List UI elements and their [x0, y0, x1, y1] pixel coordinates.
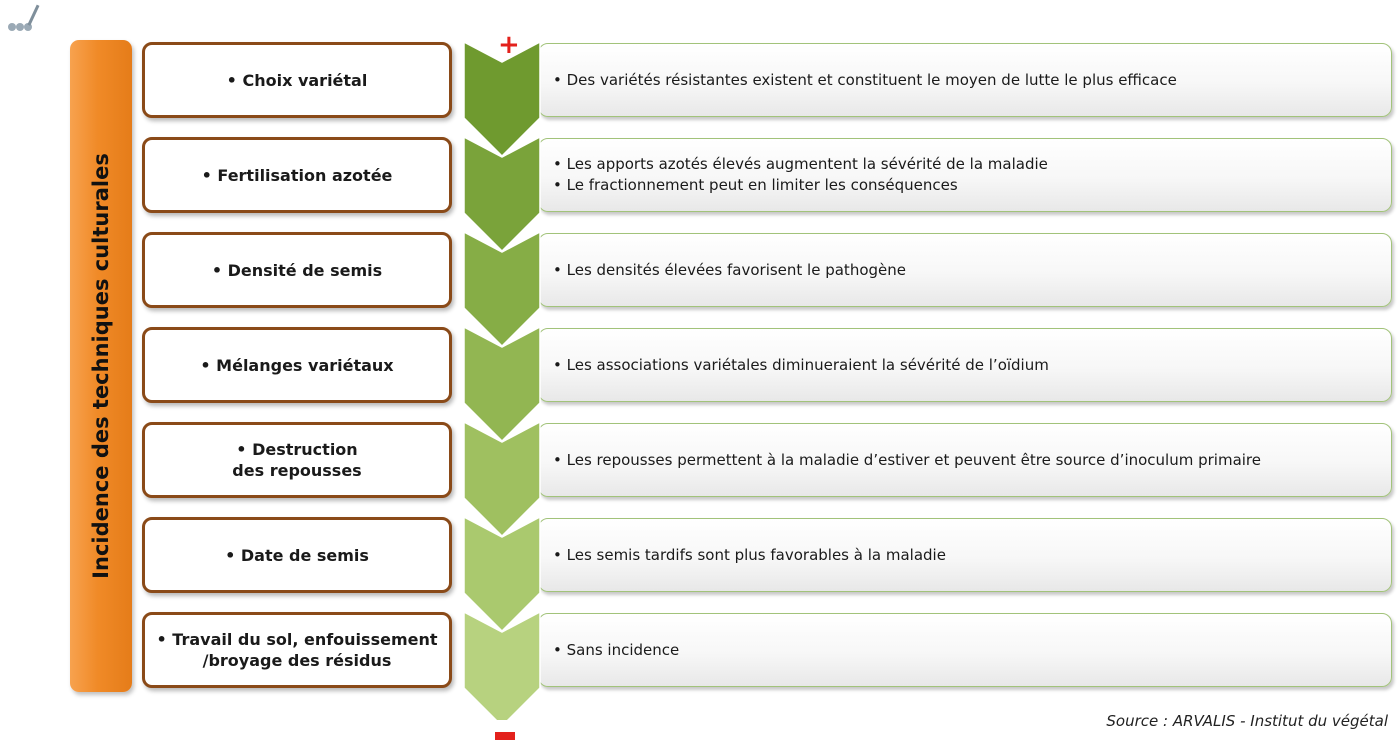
effect-text: • Sans incidence — [553, 640, 680, 659]
chevron-column — [464, 40, 541, 720]
technique-box: • Densité de semis — [142, 232, 452, 308]
technique-box: • Choix variétal — [142, 42, 452, 118]
technique-label: • Travail du sol, enfouissement /broyage… — [156, 630, 438, 670]
technique-box: • Mélanges variétaux — [142, 327, 452, 403]
effect-box: • Les semis tardifs sont plus favorables… — [538, 518, 1392, 592]
chevron-arrow — [464, 230, 541, 348]
chevron-arrow — [464, 325, 541, 443]
source-caption: Source : ARVALIS - Institut du végétal — [1106, 712, 1388, 730]
technique-label: • Fertilisation azotée — [201, 165, 393, 185]
effect-box: • Sans incidence — [538, 613, 1392, 687]
effect-box: • Les apports azotés élevés augmentent l… — [538, 138, 1392, 212]
technique-box: • Destruction des repousses — [142, 422, 452, 498]
technique-label: • Destruction des repousses — [232, 440, 362, 480]
effect-text: • Les densités élevées favorisent le pat… — [553, 260, 906, 279]
technique-label: • Choix variétal — [226, 70, 368, 90]
effect-box: • Les associations variétales diminuerai… — [538, 328, 1392, 402]
technique-label: • Densité de semis — [211, 260, 383, 280]
effect-box: • Des variétés résistantes existent et c… — [538, 43, 1392, 117]
effect-text: • Les apports azotés élevés augmentent l… — [553, 155, 1048, 173]
side-title: Incidence des techniques culturales — [89, 153, 113, 579]
technique-box: • Travail du sol, enfouissement /broyage… — [142, 612, 452, 688]
chevron-arrow — [464, 515, 541, 633]
chevron-arrow — [464, 135, 541, 253]
effect-text: • Les semis tardifs sont plus favorables… — [553, 545, 946, 564]
plus-sign: + — [498, 30, 520, 60]
effect-box: • Les repousses permettent à la maladie … — [538, 423, 1392, 497]
minus-sign — [495, 732, 515, 740]
effect-text: • Des variétés résistantes existent et c… — [553, 70, 1177, 89]
side-bar — [70, 40, 132, 692]
effect-box: • Les densités élevées favorisent le pat… — [538, 233, 1392, 307]
chevron-arrow — [464, 40, 541, 158]
chevron-arrow — [464, 610, 541, 720]
chevron-arrow — [464, 420, 541, 538]
effect-text: • Le fractionnement peut en limiter les … — [553, 176, 958, 194]
technique-label: • Mélanges variétaux — [200, 355, 394, 375]
effect-text: • Les repousses permettent à la maladie … — [553, 450, 1261, 469]
technique-box: • Date de semis — [142, 517, 452, 593]
technique-box: • Fertilisation azotée — [142, 137, 452, 213]
effect-text: • Les associations variétales diminuerai… — [553, 355, 1049, 374]
technique-label: • Date de semis — [225, 545, 369, 565]
logo-icon — [4, 0, 44, 34]
